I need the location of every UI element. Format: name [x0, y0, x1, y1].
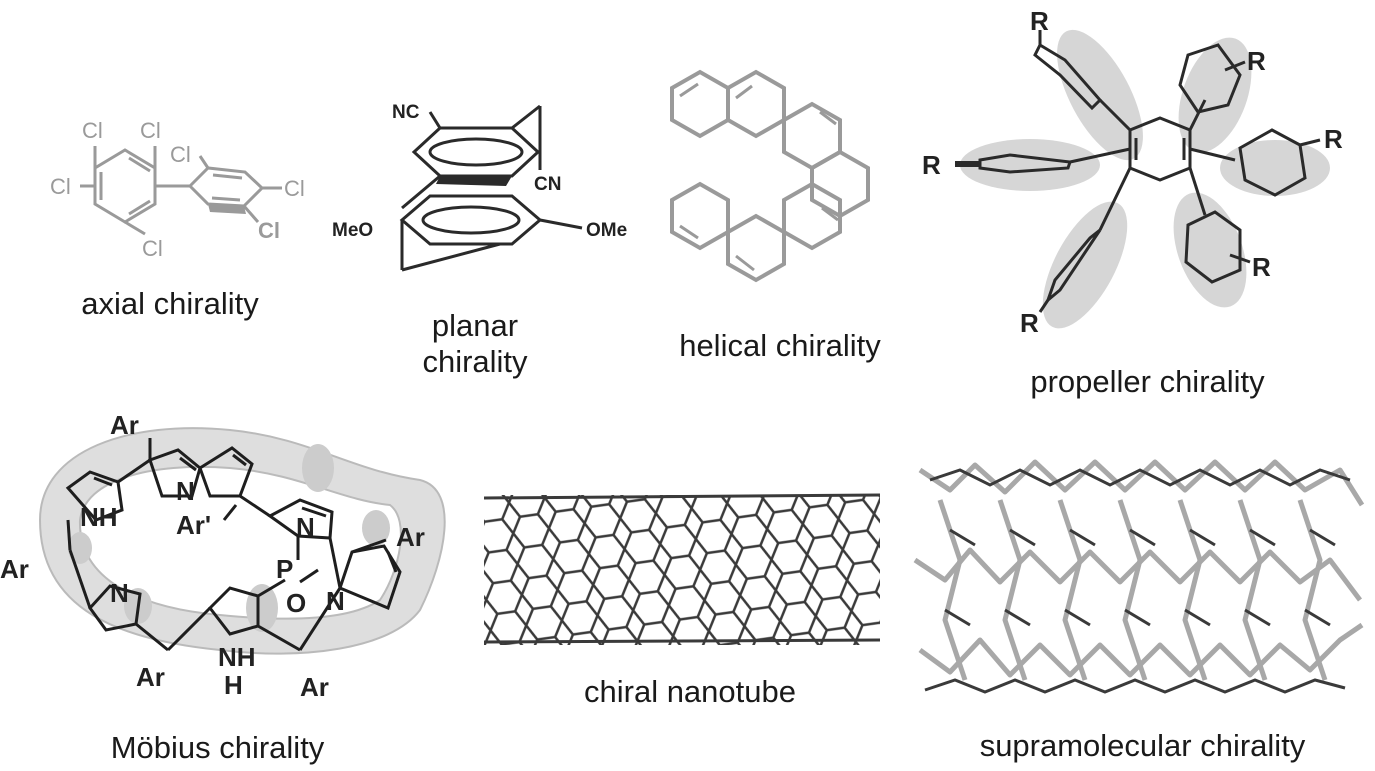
mobius-ar-prime: Ar': [176, 510, 211, 540]
axial-cl-6: Cl: [284, 176, 305, 201]
propeller-r-6: R: [1020, 308, 1039, 338]
nanotube-lattice: [484, 495, 880, 645]
planar-nc: NC: [392, 102, 420, 123]
mobius-nh-1: NH: [80, 502, 118, 532]
mobius-ar-4: Ar: [136, 662, 165, 692]
axial-cl-2: Cl: [140, 118, 161, 143]
propeller-r-4: R: [922, 150, 941, 180]
planar-ome: OMe: [586, 220, 627, 241]
mobius-o: O: [286, 588, 306, 618]
propeller-r-1: R: [1030, 6, 1049, 36]
caption-axial: axial chirality: [81, 286, 259, 321]
mobius-n-3: N: [110, 578, 129, 608]
axial-cl-4: Cl: [142, 236, 163, 261]
caption-helical: helical chirality: [679, 328, 881, 363]
caption-supramolecular: supramolecular chirality: [979, 728, 1306, 763]
mobius-ar-3: Ar: [0, 554, 29, 584]
mobius-ar-2: Ar: [396, 522, 425, 552]
mobius-n-1: N: [176, 476, 195, 506]
mobius-ar-1: Ar: [110, 410, 139, 440]
axial-cl-1: Cl: [82, 118, 103, 143]
propeller-r-3: R: [1324, 124, 1343, 154]
planar-meo: MeO: [332, 220, 373, 241]
caption-nanotube: chiral nanotube: [584, 674, 796, 709]
caption-planar-line2: chirality: [422, 344, 528, 379]
mobius-nh-2: NH: [218, 642, 256, 672]
mobius-n-2: N: [296, 512, 315, 542]
mobius-h: H: [224, 670, 243, 700]
axial-cl-7: Cl: [258, 218, 280, 243]
planar-cn: CN: [534, 174, 561, 195]
mobius-ar-5: Ar: [300, 672, 329, 702]
caption-mobius: Möbius chirality: [110, 730, 325, 765]
propeller-r-2: R: [1247, 46, 1266, 76]
axial-cl-5: Cl: [170, 142, 191, 167]
propeller-r-5: R: [1252, 252, 1271, 282]
caption-propeller: propeller chirality: [1030, 364, 1265, 399]
axial-cl-3: Cl: [50, 174, 71, 199]
mobius-p: P: [276, 554, 293, 584]
mobius-n-4: N: [326, 586, 345, 616]
caption-planar-line1: planar: [431, 308, 519, 343]
